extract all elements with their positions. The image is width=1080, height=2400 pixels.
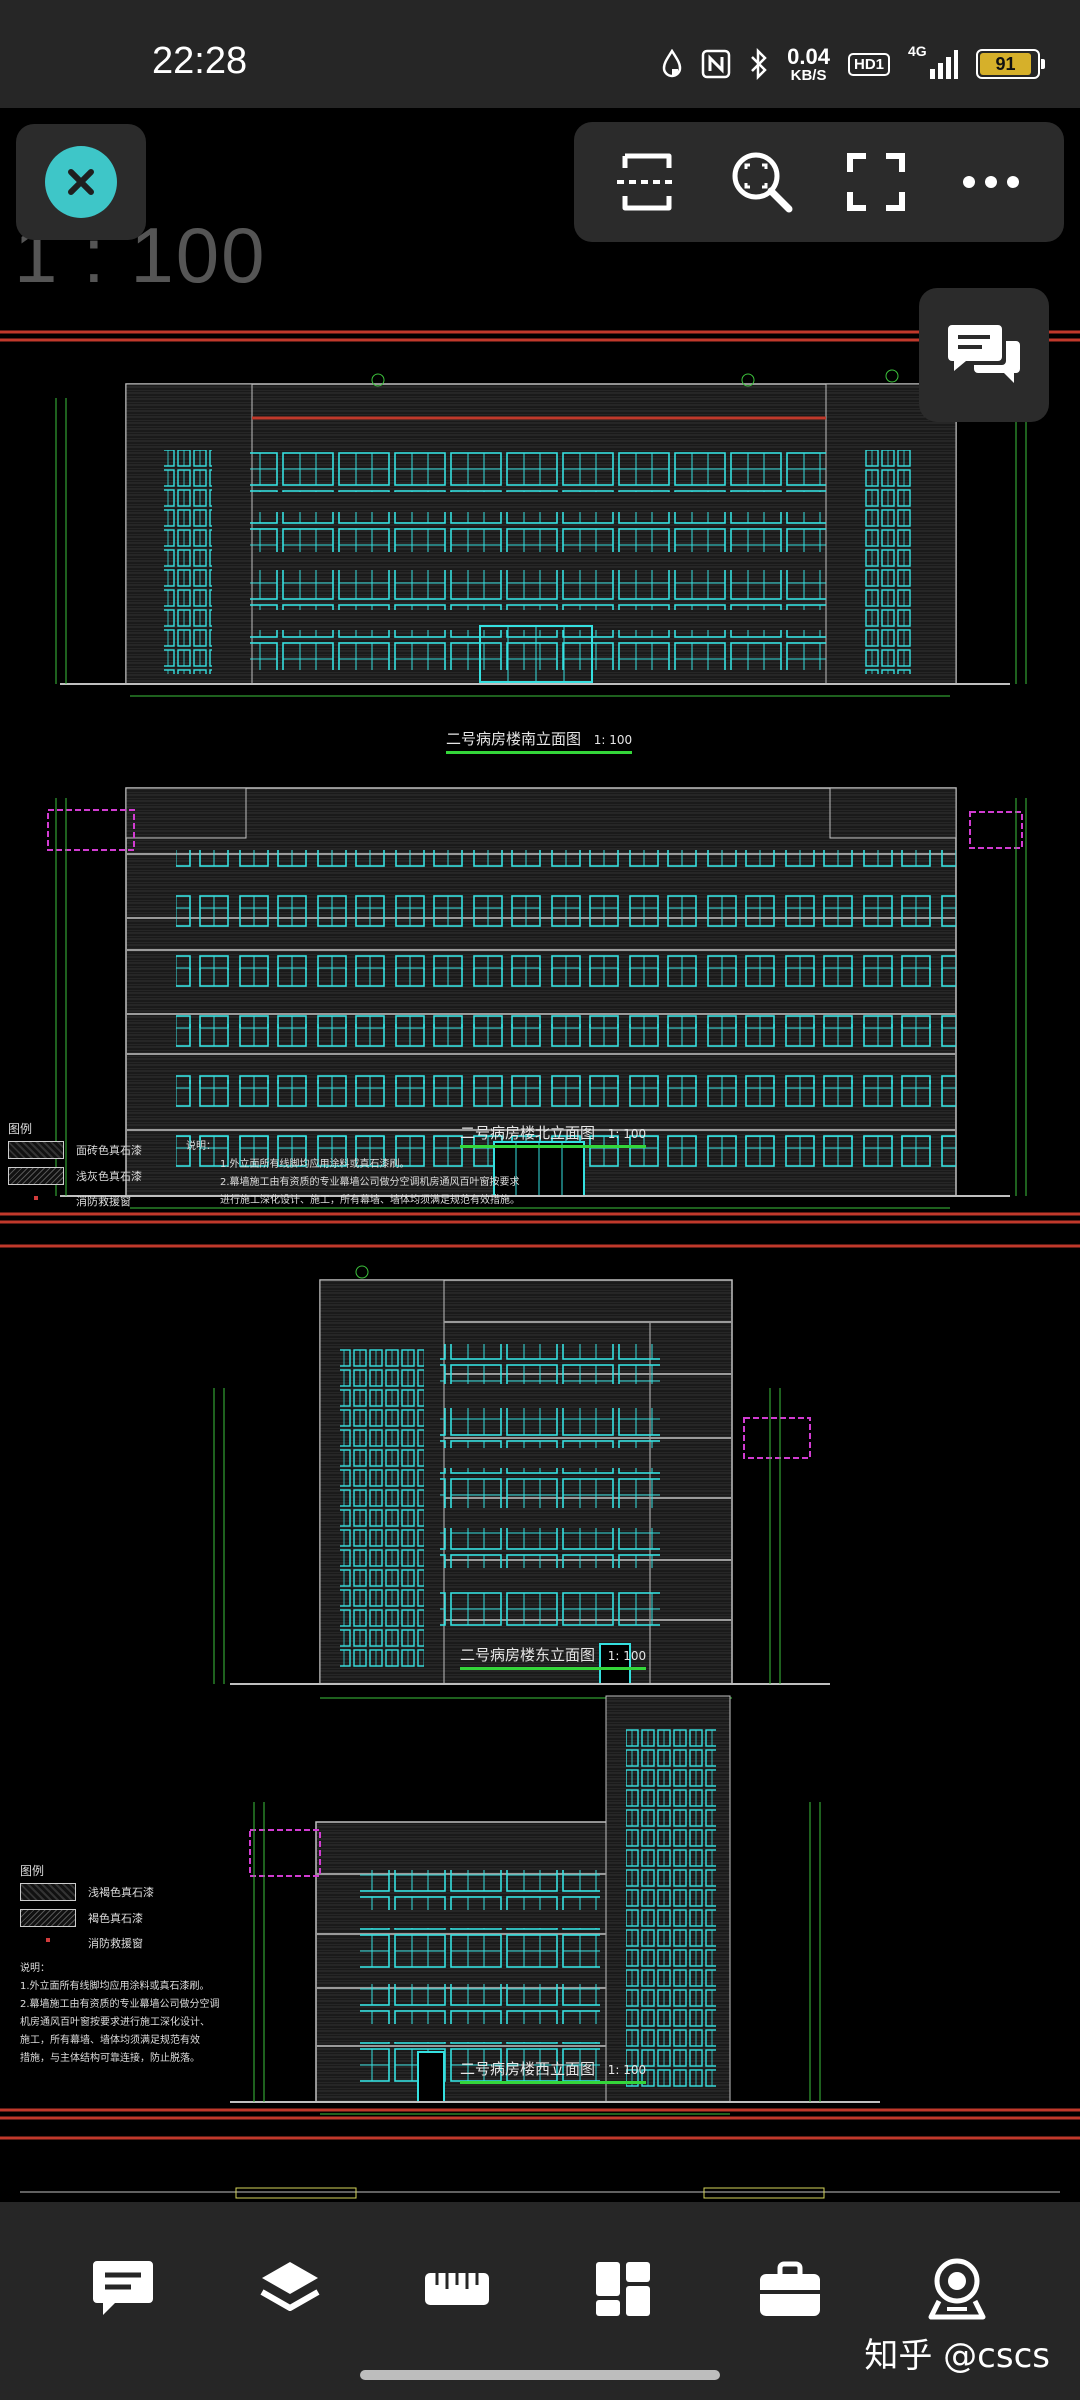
sheet-title-west: 二号病房楼西立面图 1: 100 bbox=[460, 2058, 647, 2084]
notes-title: 说明： bbox=[186, 1141, 216, 1152]
home-indicator[interactable] bbox=[360, 2370, 720, 2380]
layers-icon bbox=[260, 2262, 320, 2311]
more-icon bbox=[962, 176, 1019, 188]
survey-button[interactable] bbox=[912, 2244, 1002, 2334]
sheet-border-lines bbox=[0, 330, 1080, 2140]
legend-label: 浅灰色真石漆 bbox=[76, 1170, 142, 1183]
sheet-scale-text: 1: 100 bbox=[607, 2063, 647, 2077]
notes-line: 进行施工深化设计、施工，所有幕墙、墙体均须满足规范有效措施。 bbox=[220, 1195, 520, 1206]
apps-button[interactable] bbox=[578, 2244, 668, 2334]
notes-line: 1.外立面所有线脚均应用涂料或真石漆刷。 bbox=[20, 1981, 210, 1992]
east-elevation bbox=[213, 1265, 830, 1699]
legend-label: 浅褐色真石漆 bbox=[88, 1886, 154, 1899]
sheet-title-east: 二号病房楼东立面图 1: 100 bbox=[460, 1644, 647, 1670]
status-time: 22:28 bbox=[152, 40, 248, 82]
legend-label: 消防救援窗 bbox=[88, 1937, 143, 1950]
status-bar: 22:28 0.04 KB/S HD1 4G 91 bbox=[0, 0, 1080, 108]
comment-icon bbox=[948, 325, 1020, 383]
legend-title: 图例 bbox=[20, 1864, 45, 1878]
notes-line: 施工，所有幕墙、墙体均须满足规范有效 bbox=[20, 2035, 200, 2046]
notes-line: 2.幕墙施工由有资质的专业幕墙公司做分空调机房通风百叶窗按要求 bbox=[220, 1177, 520, 1188]
survey-icon bbox=[928, 2258, 986, 2320]
net-speed-unit: KB/S bbox=[790, 66, 827, 84]
battery-level: 91 bbox=[995, 53, 1016, 74]
sheet-scale-text: 1: 100 bbox=[607, 1649, 647, 1663]
legend-item: 浅灰色真石漆 bbox=[8, 1167, 142, 1185]
ruler-button[interactable] bbox=[412, 2244, 502, 2334]
drawing-canvas[interactable]: 1 : 100 bbox=[0, 108, 1080, 2202]
zoom-search-icon bbox=[732, 152, 793, 213]
top-toolbar bbox=[574, 122, 1064, 242]
legend-swatch bbox=[20, 1883, 76, 1901]
notes-line: 2.幕墙施工由有资质的专业幕墙公司做分空调 bbox=[20, 1999, 220, 2010]
fullscreen-button[interactable] bbox=[836, 142, 916, 222]
battery-fill: 91 bbox=[980, 53, 1031, 75]
crop-scan-icon bbox=[617, 153, 678, 211]
legend-north: 图例 面砖色真石漆 浅灰色真石漆 消防救援窗 bbox=[8, 1120, 142, 1217]
legend-swatch bbox=[8, 1167, 64, 1185]
layers-button[interactable] bbox=[245, 2244, 335, 2334]
legend-item: 消防救援窗 bbox=[8, 1193, 142, 1209]
notes-north: 说明： 1.外立面所有线脚均应用涂料或真石漆刷。 2.幕墙施工由有资质的专业幕墙… bbox=[186, 1138, 520, 1210]
sheet-title-text: 二号病房楼南立面图 bbox=[446, 730, 582, 748]
annotation-icon bbox=[93, 2261, 154, 2315]
legend-swatch bbox=[20, 1909, 76, 1927]
watermark-text: 知乎 @cscs bbox=[864, 2336, 1050, 2376]
legend-item: 面砖色真石漆 bbox=[8, 1141, 142, 1159]
legend-label: 消防救援窗 bbox=[76, 1195, 131, 1208]
ruler-icon bbox=[424, 2273, 489, 2305]
close-button[interactable] bbox=[16, 124, 146, 240]
hd-badge: HD1 bbox=[847, 52, 890, 76]
legend-swatch bbox=[8, 1141, 64, 1159]
legend-marker bbox=[8, 1196, 64, 1206]
sheet-title-south: 二号病房楼南立面图 1: 100 bbox=[446, 728, 633, 754]
more-button[interactable] bbox=[951, 142, 1031, 222]
signal-icon: 4G bbox=[908, 43, 958, 81]
annotation-button[interactable] bbox=[78, 2244, 168, 2334]
close-icon bbox=[45, 146, 117, 218]
legend-item: 褐色真石漆 bbox=[20, 1909, 154, 1927]
legend-title: 图例 bbox=[8, 1122, 33, 1136]
water-drop-icon bbox=[662, 49, 682, 78]
notes-line: 措施，与主体结构可靠连接，防止脱落。 bbox=[20, 2053, 200, 2064]
legend-label: 面砖色真石漆 bbox=[76, 1144, 142, 1157]
elevation-drawings bbox=[0, 330, 1080, 2199]
sheet-title-text: 二号病房楼西立面图 bbox=[460, 2060, 596, 2078]
sheet-title-north: 二号病房楼北立面图 1: 100 bbox=[460, 1122, 647, 1148]
notes-west: 说明： 1.外立面所有线脚均应用涂料或真石漆刷。 2.幕墙施工由有资质的专业幕墙… bbox=[20, 1960, 220, 2068]
notes-line: 机房通风百叶窗按要求进行施工深化设计、 bbox=[20, 2017, 210, 2028]
net-speed: 0.04 KB/S bbox=[787, 43, 830, 84]
toolbox-icon bbox=[759, 2261, 820, 2316]
sheet-title-text: 二号病房楼北立面图 bbox=[460, 1124, 596, 1142]
west-elevation bbox=[230, 1695, 880, 2115]
nav-items bbox=[0, 2244, 1080, 2334]
bottom-nav: 知乎 @cscs bbox=[0, 2202, 1080, 2400]
net-speed-value: 0.04 bbox=[787, 43, 830, 69]
apps-icon bbox=[596, 2262, 651, 2316]
crop-scan-button[interactable] bbox=[607, 142, 687, 222]
legend-label: 褐色真石漆 bbox=[88, 1912, 143, 1925]
fullscreen-icon bbox=[847, 153, 906, 211]
nfc-icon bbox=[701, 49, 731, 79]
toolbox-button[interactable] bbox=[745, 2244, 835, 2334]
signal-label: 4G bbox=[908, 43, 927, 59]
legend-west: 图例 浅褐色真石漆 褐色真石漆 消防救援窗 bbox=[20, 1862, 154, 1959]
battery-icon: 91 bbox=[976, 49, 1045, 79]
sheet-scale-text: 1: 100 bbox=[593, 733, 633, 747]
legend-item: 浅褐色真石漆 bbox=[20, 1883, 154, 1901]
bluetooth-icon bbox=[751, 48, 767, 80]
north-elevation bbox=[47, 787, 1027, 1209]
sheet-title-text: 二号病房楼东立面图 bbox=[460, 1646, 596, 1664]
sheet-scale-text: 1: 100 bbox=[607, 1127, 647, 1141]
status-icons: 0.04 KB/S HD1 4G 91 bbox=[661, 42, 1045, 86]
legend-marker bbox=[20, 1938, 76, 1948]
comment-button[interactable] bbox=[919, 288, 1049, 422]
zoom-button[interactable] bbox=[722, 142, 802, 222]
south-elevation bbox=[55, 369, 1027, 697]
next-sheet-partial bbox=[20, 2187, 1060, 2199]
notes-title: 说明： bbox=[20, 1963, 50, 1974]
legend-item: 消防救援窗 bbox=[20, 1935, 154, 1951]
notes-line: 1.外立面所有线脚均应用涂料或真石漆刷。 bbox=[220, 1159, 410, 1170]
